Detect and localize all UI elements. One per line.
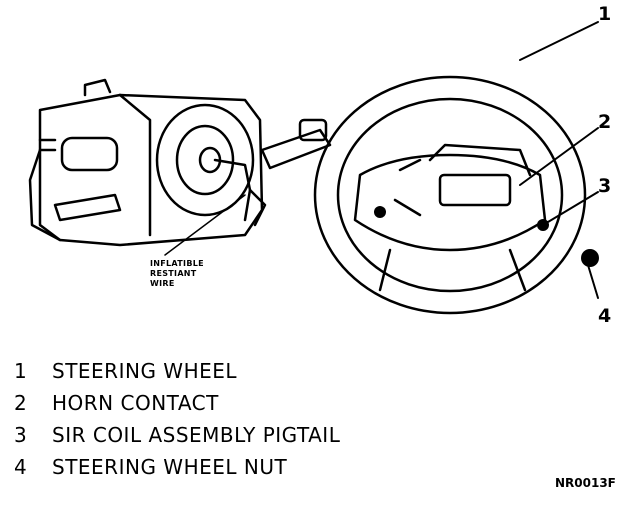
leader-line-1 [519,21,599,61]
callout-4: 4 [598,305,611,327]
callout-1: 1 [598,3,611,25]
legend-text: HORN CONTACT [52,391,219,415]
callout-2: 2 [598,111,611,133]
legend-text: STEERING WHEEL NUT [52,455,288,479]
clock-spring [155,103,267,227]
wire-label-line-1: INFLATIBLE [150,259,204,268]
legend-item: 2 HORN CONTACT [14,387,340,419]
wire-label-line-2: RESTIANT [150,269,197,278]
steering-column [28,78,264,247]
wheel-nut [581,249,599,267]
legend-item: 3 SIR COIL ASSEMBLY PIGTAIL [14,419,340,451]
legend-number: 4 [14,455,28,479]
figure-id: NR0013F [555,476,616,490]
legend-number: 1 [14,359,28,383]
stalk [260,118,332,170]
leader-line-4 [587,264,599,299]
leader-line-3 [547,191,599,223]
wire-label-line-3: WIRE [150,279,175,288]
wire-leader-line [164,194,246,256]
legend-item: 4 STEERING WHEEL NUT [14,451,340,483]
steering-wheel [313,75,587,315]
legend-item: 1 STEERING WHEEL [14,355,340,387]
legend-text: SIR COIL ASSEMBLY PIGTAIL [52,423,341,447]
legend-number: 3 [14,423,28,447]
legend: 1 STEERING WHEEL 2 HORN CONTACT 3 SIR CO… [14,355,340,483]
fastener [374,206,386,218]
leader-line-2 [519,127,599,186]
pigtail-connector [537,219,549,231]
legend-text: STEERING WHEEL [52,359,238,383]
legend-number: 2 [14,391,28,415]
callout-3: 3 [598,175,611,197]
